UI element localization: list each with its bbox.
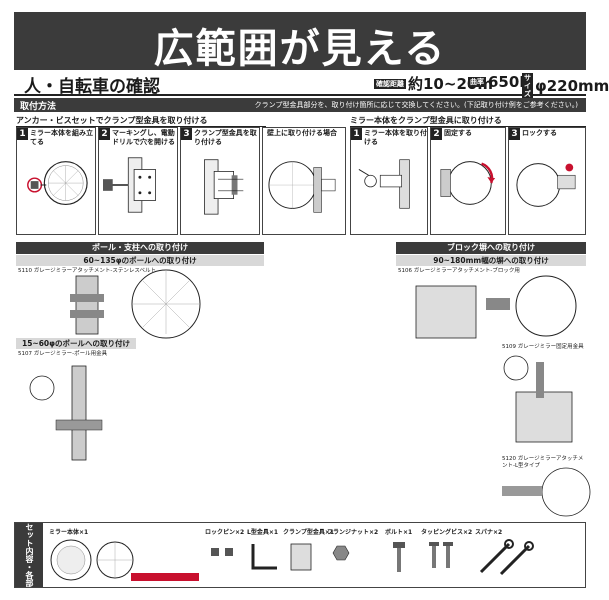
step-mount-mirror: 1 ミラー本体を取り付ける: [350, 127, 428, 235]
step-title: クランプ型金具を取り付ける: [194, 129, 257, 146]
pole-part-small: 5107 ガレージミラー-ポール用金具: [18, 351, 108, 357]
set-item-l-bracket: L型金具×1: [247, 527, 287, 582]
set-item-label: ミラー本体×1: [49, 529, 89, 536]
step-number: 2: [99, 128, 110, 140]
clamp-icon: [290, 543, 312, 571]
set-item-label: フランジナット×2: [327, 529, 379, 536]
info-bar: 人・自転車の確認 確認距離 約10~20m 曲率 650R サイズ φ220mm: [14, 70, 609, 99]
block-b-illustration: [503, 355, 573, 443]
nut-icon: [332, 545, 350, 561]
install-note: クランプ型金具部分を、取り付け箇所に応じて交換してください。(下記取り付け例をご…: [254, 101, 578, 109]
set-item-mirror: ミラー本体×1: [49, 527, 159, 586]
spanner-icon: [479, 539, 534, 576]
step-number: 2: [431, 128, 442, 140]
step-title: 壁上に取り付ける場合: [267, 129, 337, 137]
step-number: 3: [181, 128, 192, 140]
step-wall-top: 壁上に取り付ける場合: [262, 127, 346, 235]
pole-range-small: 15~60φのポールへの取り付け: [16, 338, 136, 349]
spec-value: 650R: [488, 73, 531, 91]
set-item-clamp: クランプ型金具×1: [283, 527, 334, 582]
spec-tag: サイズ: [522, 73, 533, 99]
block-a-illustration: [415, 275, 577, 339]
spec-size: サイズ φ220mm: [522, 73, 609, 99]
step-clamp: 3 クランプ型金具を取り付ける: [180, 127, 260, 235]
block-c-illustration: [502, 467, 591, 517]
banner: 広範囲が見える: [14, 12, 586, 72]
spec-tag: 確認距離: [374, 78, 406, 89]
pole-part-large: 5110 ガレージミラーアタッチメント-ステンレスベルト: [18, 268, 157, 274]
spec-value: φ220mm: [535, 77, 609, 95]
spec-curvature: 曲率 650R: [468, 73, 531, 91]
screw-icon: [429, 542, 453, 568]
step-number: 3: [509, 128, 520, 140]
pole-small-illustration: [29, 365, 103, 461]
set-item-spanner: スパナ×2: [475, 527, 535, 582]
bolt-icon: [393, 542, 405, 572]
set-item-bolt: ボルト×1: [385, 527, 415, 582]
fix-illustration: [440, 161, 496, 205]
mount-mirror-illustration: [358, 159, 410, 209]
wall-top-illustration: [268, 161, 336, 213]
set-contents: セット内容・各部名称 ミラー本体×1 ロックピン×2 L型金具×1 クランプ型金…: [0, 522, 586, 588]
group-mirror-label: ミラー本体をクランプ型金具に取り付ける: [350, 115, 586, 127]
drill-illustration: [103, 157, 156, 213]
l-bracket-icon: [251, 544, 277, 570]
spec-tag: 曲率: [468, 77, 486, 87]
step-number: 1: [351, 128, 362, 140]
block-part-b: 5109 ガレージミラー固定用金具: [502, 344, 584, 350]
info-title: 人・自転車の確認: [24, 77, 160, 97]
block-part-a: 5106 ガレージミラーアタッチメント-ブロック用: [398, 268, 520, 274]
set-item-tapping-screw: タッピングビス×2: [421, 527, 472, 582]
set-item-label: L型金具×1: [247, 529, 279, 536]
set-item-label: タッピングビス×2: [421, 529, 473, 536]
step-title: ミラー本体を組み立てる: [30, 129, 93, 146]
block-section-head: ブロック塀への取り付け: [396, 242, 586, 254]
set-item-flange-nut: フランジナット×2: [327, 527, 378, 582]
pole-range-large: 60~135φのポールへの取り付け: [16, 255, 264, 266]
step-number: 1: [17, 128, 28, 140]
block-range: 90~180mm幅の塀への取り付け: [396, 255, 586, 266]
install-section-head: 取付方法 クランプ型金具部分を、取り付け箇所に応じて交換してください。(下記取り…: [14, 98, 586, 112]
set-item-label: ロックピン×2: [205, 529, 245, 536]
warning-strip: [131, 573, 199, 581]
set-item-label: クランプ型金具×1: [283, 529, 335, 536]
mirror-icon: [50, 539, 134, 581]
step-title: マーキングし、電動ドリルで穴を開ける: [112, 129, 175, 146]
step-fix: 2 固定する: [430, 127, 506, 235]
step-title: ロックする: [522, 129, 557, 137]
set-title: セット内容・各部名称: [0, 523, 43, 587]
install-title: 取付方法: [20, 102, 57, 112]
block-part-c: 5120 ガレージミラーアタッチメント-L型タイプ: [502, 456, 584, 469]
step-drill: 2 マーキングし、電動ドリルで穴を開ける: [98, 127, 178, 235]
mirror-assembly-illustration: [27, 161, 88, 206]
pole-section-head: ポール・支柱への取り付け: [16, 242, 264, 254]
pole-large-illustration: [70, 269, 201, 339]
set-item-label: ボルト×1: [385, 529, 413, 536]
group-anchor-label: アンカー・ビスセットでクランプ型金具を取り付ける: [16, 115, 266, 127]
step-lock: 3 ロックする: [508, 127, 586, 235]
step-title: 固定する: [444, 129, 472, 137]
clamp-illustration: [204, 159, 244, 215]
set-item-lockpin: ロックピン×2: [205, 527, 245, 582]
banner-title: 広範囲が見える: [153, 26, 447, 72]
step-title: ミラー本体を取り付ける: [364, 129, 427, 146]
step-assemble: 1 ミラー本体を組み立てる: [16, 127, 96, 235]
lock-illustration: [516, 163, 576, 207]
set-item-label: スパナ×2: [475, 529, 503, 536]
lockpin-icon: [211, 548, 233, 556]
